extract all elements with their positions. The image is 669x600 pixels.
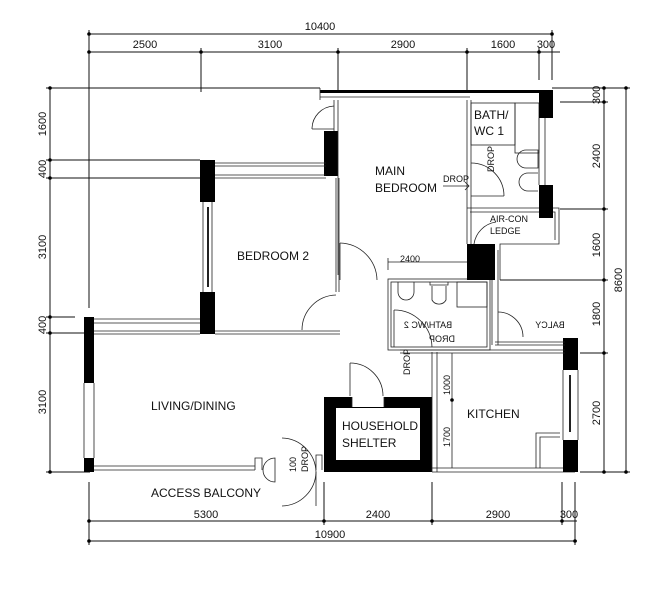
label-drop: DROP bbox=[443, 174, 469, 184]
label-aircon-ledge-1: AIR-CON bbox=[490, 214, 528, 224]
dim-right-overall: 8600 bbox=[613, 268, 625, 292]
label-aircon-ledge-2: LEDGE bbox=[490, 226, 521, 236]
dim-top-3: 2900 bbox=[391, 39, 415, 51]
dim-left-5: 3100 bbox=[37, 390, 49, 414]
label-bath-wc-1-line2: WC 1 bbox=[474, 124, 504, 138]
dim-top-overall: 10400 bbox=[305, 21, 336, 33]
left-dimension-lines bbox=[46, 86, 320, 474]
label-balcony-mirrored: BALCY bbox=[535, 320, 565, 330]
dim-bottom-overall: 10900 bbox=[315, 529, 346, 541]
label-household-shelter-1: HOUSEHOLD bbox=[342, 419, 418, 433]
dim-main-bedroom-2400: 2400 bbox=[400, 254, 420, 264]
dim-top-1: 2500 bbox=[133, 39, 157, 51]
label-bath-wc-2-mirrored: BATH/WC 2 bbox=[404, 320, 452, 330]
dim-kitchen-1000: 1000 bbox=[442, 375, 452, 395]
dim-right-3: 1600 bbox=[591, 233, 603, 257]
dim-top-4: 1600 bbox=[491, 39, 515, 51]
top-dimension-lines bbox=[87, 30, 560, 92]
label-main-bedroom-2: BEDROOM bbox=[375, 181, 437, 195]
label-drop-mirrored: DROP bbox=[429, 334, 455, 344]
dim-right-2: 2400 bbox=[591, 144, 603, 168]
dim-left-3: 3100 bbox=[37, 235, 49, 259]
dim-right-4: 1800 bbox=[591, 302, 603, 326]
walls bbox=[83, 88, 579, 507]
label-drop-kitchen: DROP bbox=[402, 349, 412, 375]
dim-left-4: 400 bbox=[37, 316, 49, 334]
dim-bottom-1: 5300 bbox=[194, 509, 218, 521]
dim-bottom-4: 300 bbox=[560, 509, 578, 521]
label-kitchen: KITCHEN bbox=[467, 407, 520, 421]
dim-left-1: 1600 bbox=[37, 112, 49, 136]
dim-right-5: 2700 bbox=[591, 401, 603, 425]
right-dimension-lines bbox=[500, 86, 630, 474]
dim-right-1: 300 bbox=[591, 86, 603, 104]
label-drop-bath1: DROP bbox=[486, 146, 496, 172]
bottom-dimension-lines bbox=[87, 482, 577, 545]
label-living-dining: LIVING/DINING bbox=[151, 399, 236, 413]
label-access-balcony: ACCESS BALCONY bbox=[151, 486, 261, 500]
dim-left-2: 400 bbox=[37, 160, 49, 178]
dim-entry-100: 100 bbox=[288, 457, 298, 472]
dim-top-2: 3100 bbox=[258, 39, 282, 51]
dim-kitchen-1700: 1700 bbox=[442, 427, 452, 447]
label-household-shelter-2: SHELTER bbox=[342, 436, 397, 450]
dim-bottom-2: 2400 bbox=[366, 509, 390, 521]
label-bedroom-2: BEDROOM 2 bbox=[237, 249, 309, 263]
label-bath-wc-1-line1: BATH/ bbox=[474, 108, 509, 122]
label-drop-entry: DROP bbox=[300, 446, 310, 472]
dim-top-5: 300 bbox=[537, 39, 555, 51]
dim-bottom-3: 2900 bbox=[486, 509, 510, 521]
label-main-bedroom-1: MAIN bbox=[375, 164, 405, 178]
